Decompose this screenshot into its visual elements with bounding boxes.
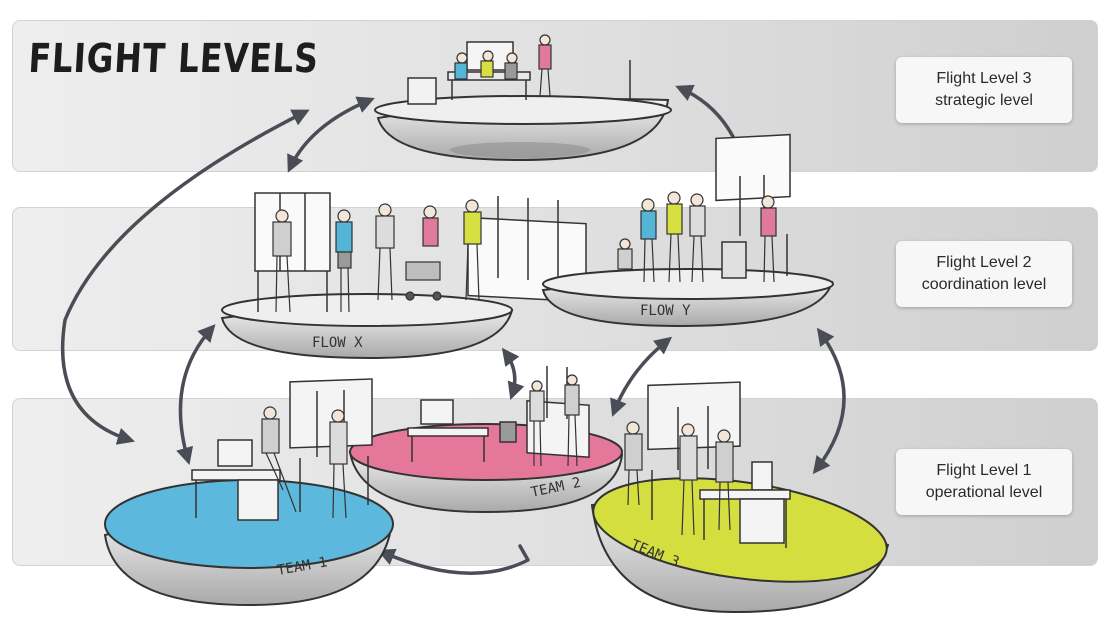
flow-x-board-left [254, 192, 331, 312]
level-2-label: Flight Level 2 coordination level [896, 241, 1072, 307]
level-1-label: Flight Level 1 operational level [896, 449, 1072, 515]
flow-y-board [715, 133, 791, 279]
arrow-level3-flowx [287, 96, 375, 173]
flow-y-people [617, 191, 777, 283]
arrow-flowy-team2 [610, 336, 673, 417]
level-1-name: Flight Level 1 [936, 462, 1032, 479]
team-1-furniture [191, 378, 373, 521]
arrow-team1-team3 [382, 546, 530, 575]
connection-arrows [60, 84, 846, 575]
team-3-furniture [647, 381, 791, 548]
team-1-people [261, 406, 348, 519]
arrow-flowx-team1 [176, 324, 216, 466]
team-2-platform: TEAM 2 [348, 366, 624, 514]
team-2-people [529, 374, 580, 467]
level-3-name: Flight Level 3 [936, 70, 1032, 87]
flow-x-label: FLOW X [312, 335, 363, 351]
level-3-description: strategic level [935, 92, 1033, 109]
team-1-platform: TEAM 1 [103, 378, 394, 607]
team-3-platform: TEAM 3 [590, 381, 890, 614]
arrow-level3-team1 [60, 109, 310, 445]
team-3-people [624, 421, 734, 536]
flow-x-people [272, 199, 482, 313]
strategic-platform [374, 34, 672, 162]
flow-y-platform: FLOW Y [541, 133, 834, 328]
level-2-name: Flight Level 2 [936, 254, 1032, 271]
arrow-flowy-team3 [812, 327, 846, 475]
strategic-people [454, 34, 552, 97]
arrow-flowx-team2 [501, 347, 525, 400]
level-3-label: Flight Level 3 strategic level [896, 57, 1072, 123]
flow-x-platform: FLOW X [220, 192, 587, 360]
level-1-description: operational level [925, 484, 1043, 501]
flow-y-label: FLOW Y [640, 303, 691, 319]
strategic-board [629, 60, 631, 100]
level-2-description: coordination level [921, 276, 1047, 293]
